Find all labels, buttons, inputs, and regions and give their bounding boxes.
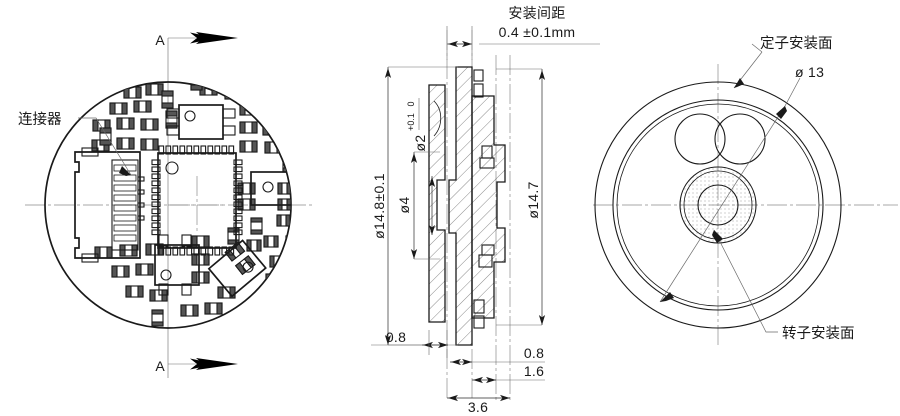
ic-main-qfp [151,145,243,256]
dim-bore-small-tol-lower: 0 [406,101,416,106]
rotor-hub-bore [697,184,739,226]
dim-step-1-6-label: 1.6 [524,363,544,379]
section-view-a-a: 安装间距 0.4 ±0.1mm [371,5,600,415]
dim-thickness-left [371,330,448,358]
rotor-plate-section [428,84,446,323]
rear-circle-left [674,113,726,165]
dim-bore-mid-label: ø4 [396,197,412,214]
dim-thickness-left-label: 0.8 [386,329,406,345]
rear-view: 定子安装面 ø 13 转子安装面 [593,35,898,348]
stator-face-label: 定子安装面 [760,35,833,52]
connector-label: 连接器 [18,111,62,128]
pcb-body-section [448,66,473,346]
mounting-gap-title: 安装间距 [508,5,565,21]
rear-stator-circle-inner [616,103,820,307]
rotor-face-leader [712,229,778,333]
pcb-top-view: A A [18,32,312,378]
pcb-components [74,82,291,327]
rotor-face-label: 转子安装面 [782,325,855,342]
rotor-hub-outer [679,166,757,244]
section-mark-bottom: A [155,358,165,374]
ic-right [250,171,291,206]
dim-overall-diameter-label: ø14.8±0.1 [371,173,387,239]
section-components [473,69,495,329]
connector-leader [78,117,132,176]
rotor-hub-fill [680,167,756,243]
rear-stator-circle-outer [612,99,824,311]
dim-body-diameter-label: ø14.7 [525,181,541,218]
rear-circle-right [714,113,766,165]
dim-bore-mid [410,151,440,260]
ic-top [166,104,236,140]
mounting-gap-value: 0.4 ±0.1mm [499,24,576,40]
stator-body-section [471,95,506,319]
section-mark-top: A [155,32,165,48]
stator-face-leader [659,43,801,303]
dim-bore-small-label: ø2 [412,135,428,152]
dim-overall-thickness-label: 3.6 [468,399,488,415]
dim-thickness-right-label: 0.8 [524,345,544,361]
ic-bottom [154,234,200,296]
diameter-13-label: ø 13 [795,64,824,80]
dim-body-diameter [496,68,546,326]
bore-curve-indicator [433,100,442,137]
rear-outer-circle [594,81,842,329]
dim-bore-small-tol-upper: +0.1 [406,113,416,131]
